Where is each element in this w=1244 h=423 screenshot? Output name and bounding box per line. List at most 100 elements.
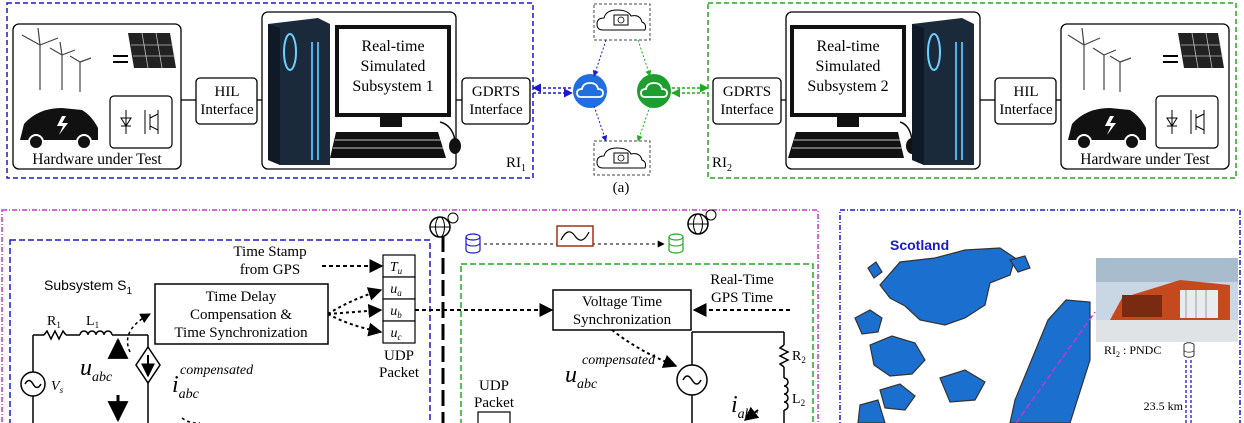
cloud-node-green [637, 74, 671, 108]
gdrts-label-2: GDRTS [723, 84, 771, 100]
pndc-building-photo [1096, 258, 1238, 342]
ri2-pndc-label: RI2 : PNDC [1104, 343, 1161, 359]
cloud-pc-icon-top [596, 9, 647, 31]
globe-icon-left [429, 212, 459, 238]
panel-b: Time Stamp from GPS Subsystem S1 Time De… [1, 209, 819, 423]
udp-left-line-1: UDP [384, 348, 414, 364]
power-switch-icon-2 [1155, 95, 1219, 149]
panel-c: Scotland RI2 : PNDC 23.5 km [839, 209, 1241, 423]
timestamp-line-1: Time Stamp [233, 244, 306, 260]
monitor-icon-2 [790, 25, 906, 127]
circuit-s2 [676, 331, 790, 423]
keyboard-icon-1 [330, 121, 461, 158]
hardware-under-test-label-2: Hardware under Test [1080, 151, 1210, 168]
vs-label: Vs [51, 379, 64, 395]
rts2-line-1: Real-time [816, 38, 879, 55]
r1-label: R1 [47, 314, 61, 330]
timestamp-line-2: from GPS [240, 262, 300, 278]
hil-interface-box-1 [195, 77, 258, 125]
rts-line-2: Simulated [361, 58, 426, 75]
wind-turbine-icon-2 [1067, 27, 1132, 92]
gdrts-interface-label-1: Interface [469, 102, 523, 118]
packet-cell-ub: ub [390, 304, 402, 320]
rt-gps-line-1: Real-Time [710, 272, 774, 288]
l1-label: L1 [86, 314, 99, 330]
subsystem-s1-label: Subsystem S1 [44, 277, 132, 297]
r2-label: R2 [792, 349, 806, 365]
tdc-line-1: Time Delay [206, 289, 277, 305]
cloud-icon-green [640, 82, 668, 98]
cloud-icon-blue [576, 82, 604, 98]
cloud-node-blue [573, 74, 607, 108]
wind-turbine-icon [21, 27, 92, 92]
packet-cell-uc: uc [391, 326, 402, 342]
u-compensated-label: uabccompensated [565, 353, 656, 392]
hil-interface-label-2: Interface [999, 102, 1053, 118]
hil-interface-label-1: Interface [200, 102, 254, 118]
hardware-under-test-label-1: Hardware under Test [32, 151, 162, 168]
hil-interface-box-2 [994, 77, 1057, 125]
rts-line-1: Real-time [361, 38, 424, 55]
tdc-line-2: Compensation & [190, 307, 292, 323]
i-abc-label: iabc [731, 392, 759, 422]
rts2-line-3: Subsystem 2 [807, 78, 888, 95]
server-tower-icon [268, 18, 330, 165]
panel-b-border [1, 209, 819, 423]
tdc-line-3: Time Synchronization [174, 325, 308, 341]
vts-line-1: Voltage Time [582, 294, 662, 310]
udp-packet-left: Tu ua ub uc [382, 254, 416, 344]
distance-label: 23.5 km [1144, 399, 1184, 413]
keyboard-icon-2 [788, 121, 918, 158]
subsystem-2-border [460, 263, 814, 423]
packet-cell-ua: ua [390, 282, 402, 298]
database-icon-green [668, 233, 684, 254]
i-compensated-label: iabccompensated [172, 363, 254, 402]
electric-car-icon [20, 108, 98, 150]
udp-right-line-2: Packet [474, 395, 515, 411]
remote-pc-box-bottom [593, 140, 651, 176]
monitor-icon-1 [335, 25, 451, 127]
udp-left-line-2: Packet [379, 365, 420, 381]
caption-a: (a) [613, 180, 630, 196]
udp-right-line-1: UDP [479, 378, 509, 394]
electric-car-icon-2 [1068, 108, 1146, 150]
link-line [1015, 311, 1096, 423]
panel-a-left: Hardware under Test HIL Interface Real-t… [6, 2, 534, 179]
globe-icon-right [687, 209, 717, 235]
rt-gps-line-2: GPS Time [711, 290, 773, 306]
vts-line-2: Synchronization [573, 312, 672, 328]
database-icon-pndc [1183, 342, 1195, 358]
l2-label: L2 [792, 392, 805, 408]
gdrts-label-1: GDRTS [472, 84, 520, 100]
hil-label-2: HIL [1014, 84, 1039, 100]
scotland-map [854, 247, 1091, 423]
voltage-time-sync-box [552, 289, 692, 331]
rts2-line-2: Simulated [816, 58, 881, 75]
ri2-border [707, 2, 1237, 179]
gdrts-interface-label-2: Interface [720, 102, 774, 118]
database-icon-blue [465, 233, 481, 254]
gdrts-interface-box-2 [712, 77, 782, 125]
rts-line-3: Subsystem 1 [352, 78, 433, 95]
ri1-border [6, 2, 534, 179]
time-delay-compensation-box [154, 283, 329, 345]
scotland-label: Scotland [890, 237, 949, 253]
network-center: (a) [532, 3, 709, 196]
panel-c-border [839, 209, 1241, 423]
server-tower-icon-2 [912, 18, 974, 165]
subsystem-1-border [9, 239, 431, 423]
ri2-label: RI2 [712, 155, 732, 174]
packet-cell-tu: Tu [390, 260, 403, 276]
u-abc-label: uabc [80, 355, 113, 385]
cloud-pc-icon-bottom [596, 147, 647, 169]
power-switch-icon [109, 95, 173, 149]
remote-pc-box-top [593, 3, 651, 41]
panel-a-right: GDRTS Interface Real-time Simulated Subs… [707, 2, 1237, 179]
udp-packet-right [477, 411, 511, 423]
solar-panel-icon [113, 32, 176, 69]
solar-panel-icon-2 [1163, 32, 1224, 69]
hil-label-1: HIL [215, 84, 240, 100]
ri1-label: RI1 [506, 155, 526, 174]
gdrts-interface-box-1 [461, 77, 531, 125]
